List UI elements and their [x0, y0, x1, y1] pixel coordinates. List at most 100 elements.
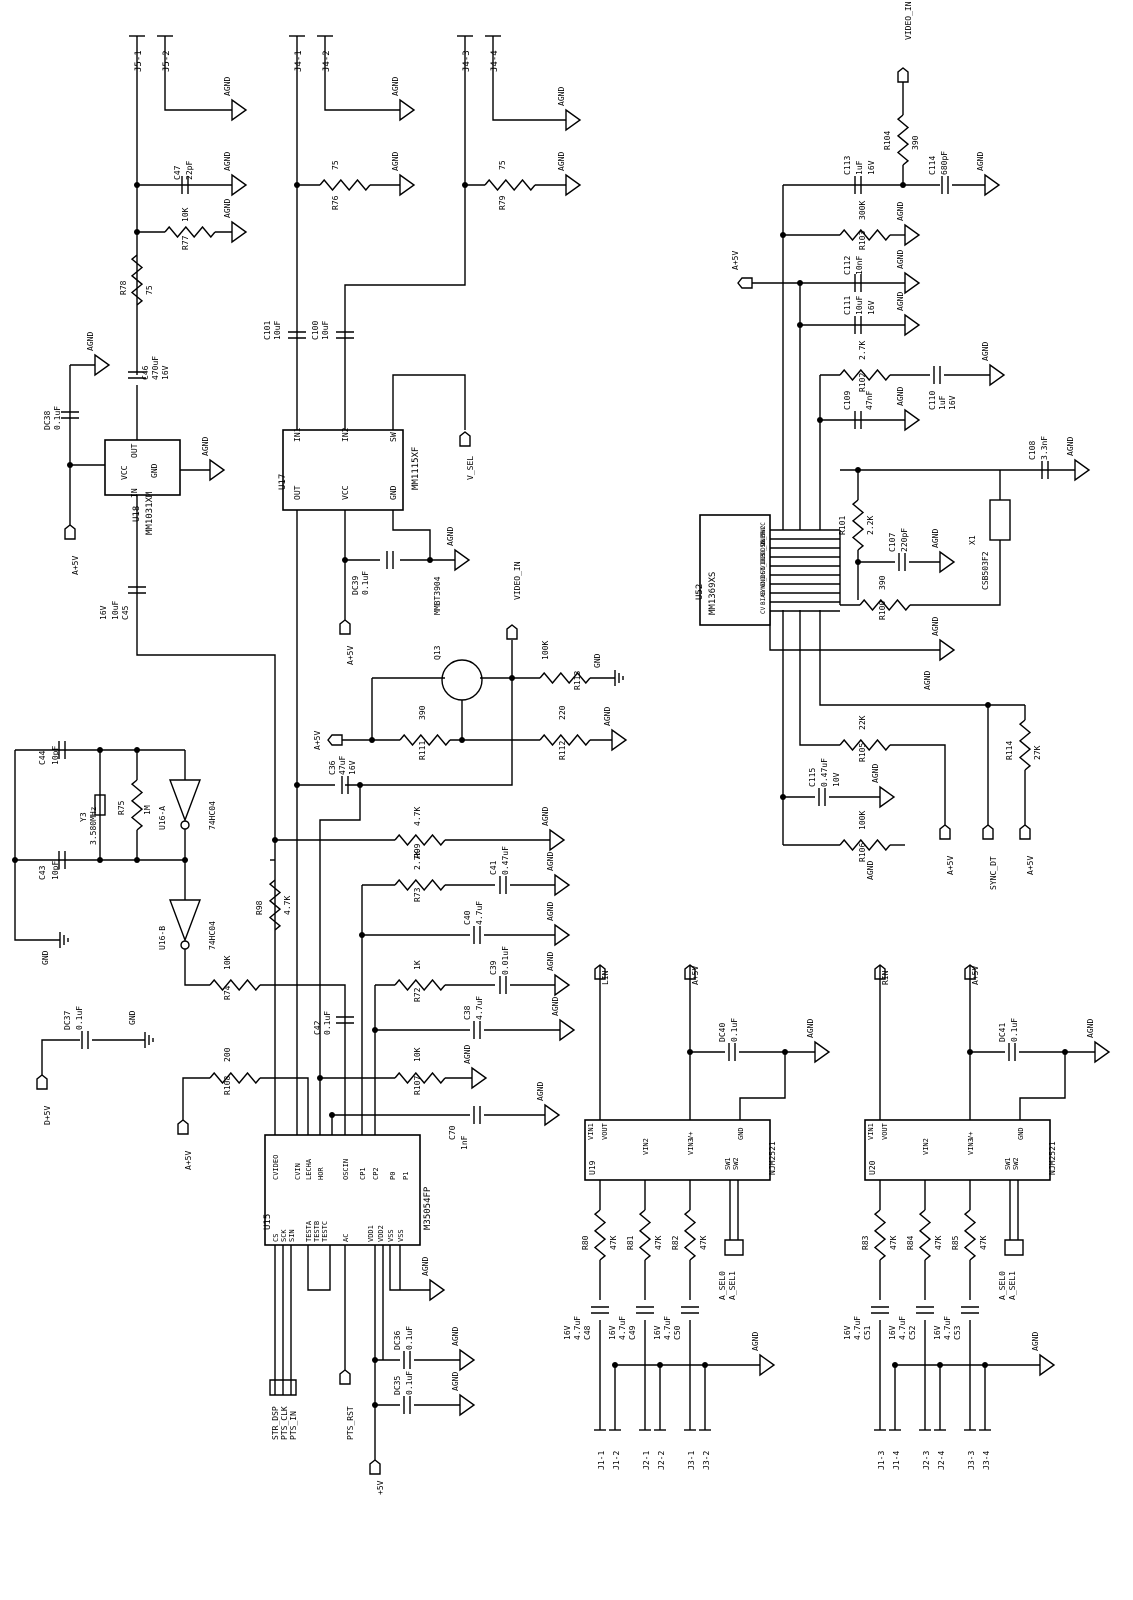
label: R106	[858, 843, 867, 862]
label: AC	[342, 1234, 350, 1242]
label: U16-B	[158, 926, 167, 950]
label: C114	[928, 156, 937, 175]
net-label: RIN	[881, 970, 890, 985]
capacitor	[403, 1396, 411, 1414]
resistor	[839, 368, 891, 382]
label: 47nF	[865, 391, 874, 410]
agnd-symbol	[231, 173, 248, 197]
junction-dot	[12, 857, 18, 863]
net-label: A+5V	[971, 966, 980, 985]
junction-dot	[294, 782, 300, 788]
junction-dot	[372, 1402, 378, 1408]
port-symbol	[506, 624, 518, 640]
label: GND	[1017, 1127, 1025, 1140]
agnd-symbol	[544, 1103, 561, 1127]
label: C45	[121, 605, 130, 620]
label: 220	[558, 705, 567, 720]
label: 300K	[858, 201, 867, 220]
label: 2.2K	[866, 516, 875, 535]
capacitor	[854, 411, 862, 429]
agnd-label: AGND	[223, 152, 232, 171]
label: 0.1uF	[53, 406, 62, 430]
label: VIN1	[587, 1123, 595, 1140]
junction-dot	[612, 1362, 618, 1368]
label: C38	[463, 1005, 472, 1020]
junction-dot	[357, 782, 363, 788]
resistor	[896, 114, 910, 166]
label: 16V	[843, 1325, 852, 1340]
label: 390	[878, 575, 887, 590]
resistor	[539, 671, 591, 685]
label: 16V	[348, 760, 357, 775]
port-symbol	[459, 431, 471, 447]
label: NJM2521	[768, 1141, 777, 1175]
u52-ic	[699, 514, 771, 626]
gnd-symbol	[59, 932, 69, 948]
agnd-symbol	[554, 923, 571, 947]
inverter-bubble	[180, 940, 190, 950]
junction-dot	[817, 417, 823, 423]
port-symbol	[724, 1239, 744, 1256]
junction-dot	[134, 229, 140, 235]
connector-label: J3-2	[702, 1451, 711, 1470]
wire	[319, 785, 361, 1135]
label: C41	[489, 860, 498, 875]
agnd-label: AGND	[923, 671, 932, 690]
agnd-symbol	[399, 98, 416, 122]
resistor	[394, 978, 446, 992]
label: IN1	[293, 427, 302, 442]
label: SW1	[1004, 1157, 1012, 1170]
wire	[41, 1039, 80, 1075]
label: R81	[626, 1235, 635, 1250]
label: VOUT	[601, 1122, 609, 1140]
label: 0.1uF	[1010, 1018, 1019, 1042]
crystal-x1	[989, 499, 1011, 541]
capacitor	[58, 741, 66, 759]
net-label: A+5V	[71, 556, 80, 575]
wire	[14, 750, 60, 941]
label: R74	[223, 985, 232, 1000]
port-symbol	[594, 964, 606, 980]
junction-dot	[459, 737, 465, 743]
agnd-symbol	[454, 548, 471, 572]
label: CP1	[359, 1167, 367, 1180]
agnd-label: AGND	[896, 250, 905, 269]
label: U15	[263, 1214, 273, 1230]
connector-label: J4-1	[294, 50, 304, 72]
capacitor	[818, 788, 826, 806]
label: 47K	[699, 1235, 708, 1250]
label: MM1369XS	[708, 572, 718, 615]
junction-dot	[780, 794, 786, 800]
label: R77	[181, 235, 190, 250]
label: DC41	[998, 1023, 1007, 1042]
label: 3.580MHz	[89, 806, 98, 845]
label: 4.7K	[283, 896, 292, 915]
wire	[260, 1077, 309, 1135]
junction-dot	[982, 1362, 988, 1368]
agnd-symbol	[759, 1353, 776, 1377]
agnd-symbol	[904, 223, 921, 247]
symbol-layer	[36, 67, 1111, 1475]
net-label: V_SEL	[466, 456, 475, 480]
label: 1K	[413, 960, 422, 970]
label: C36	[328, 760, 337, 775]
label: DC38	[43, 411, 52, 430]
port-symbol	[684, 964, 696, 980]
port-symbol	[939, 824, 951, 840]
label: DC36	[393, 1331, 402, 1350]
resistor	[918, 1209, 932, 1261]
capacitor	[961, 1306, 979, 1314]
connector-label: J2-2	[657, 1451, 666, 1470]
label: 16V	[867, 300, 876, 315]
net-label: A_SEL0	[998, 1271, 1007, 1300]
junction-dot	[67, 462, 73, 468]
connector-label: J2-4	[937, 1451, 946, 1470]
label: 0.1uF	[405, 1326, 414, 1350]
capacitor	[336, 331, 354, 339]
label: CSB503F2	[981, 551, 990, 590]
label: VCC	[341, 485, 350, 500]
net-label: A+5V	[313, 731, 322, 750]
capacitor	[854, 316, 862, 334]
label: R108	[223, 1076, 232, 1095]
label: 47K	[654, 1235, 663, 1250]
